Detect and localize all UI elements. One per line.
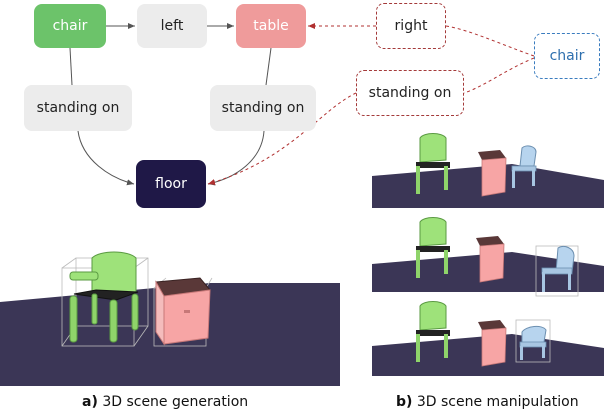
edge-standing-floor-right [207, 130, 265, 186]
caption-a-text: 3D scene generation [102, 394, 249, 410]
edge-standing-floor-left [77, 130, 135, 186]
manipulation-panel-1 [372, 133, 604, 208]
chair-model [69, 251, 139, 343]
caption-b-text: 3D scene manipulation [416, 394, 579, 410]
node-standing-on-chair: standing on [24, 85, 132, 131]
caption-scene-generation: a) 3D scene generation [82, 394, 248, 410]
caption-b-letter: b) [396, 394, 413, 410]
scene-render-generation [0, 251, 340, 386]
edge-table-standing [265, 47, 272, 86]
edge-standing-floor-new [207, 92, 357, 185]
caption-scene-manipulation: b) 3D scene manipulation [396, 394, 579, 410]
edge-chair-standing [69, 47, 73, 86]
node-right: right [376, 3, 446, 49]
scene-graph-edges [69, 23, 272, 186]
caption-a-letter: a) [82, 394, 98, 410]
node-left: left [137, 4, 207, 48]
node-standing-on-table: standing on [210, 85, 316, 131]
manipulation-edges [207, 23, 535, 185]
table-model [155, 277, 211, 346]
edge-newchair-right [445, 25, 535, 57]
node-table: table [236, 4, 306, 48]
manipulation-panel-3 [372, 301, 604, 376]
node-floor: floor [136, 160, 206, 208]
manipulation-panel-2 [372, 217, 604, 297]
node-new-chair: chair [534, 33, 600, 79]
node-standing-on-new: standing on [356, 70, 464, 116]
edge-newchair-standing [463, 57, 535, 94]
node-chair: chair [34, 4, 106, 48]
